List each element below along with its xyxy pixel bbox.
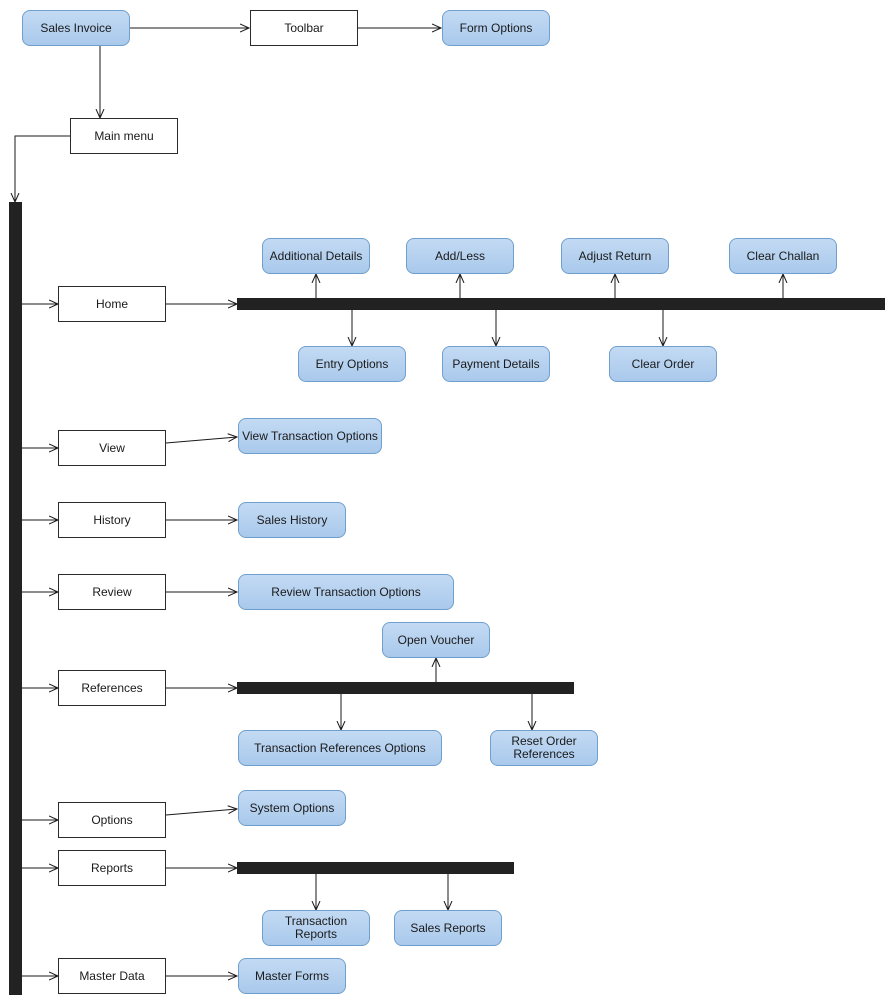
review-transaction-options-node: Review Transaction Options [238, 574, 454, 610]
view-transaction-options-node: View Transaction Options [238, 418, 382, 454]
reset-order-references-label-line2: References [513, 747, 575, 761]
master-forms-node: Master Forms [238, 958, 346, 994]
system-options-node: System Options [238, 790, 346, 826]
view-node: View [58, 430, 166, 466]
arrow-options-systemoptions [165, 809, 237, 816]
arrow-view-options [165, 437, 237, 444]
transaction-references-options-node: Transaction References Options [238, 730, 442, 766]
reports-branch-bar [237, 862, 514, 874]
arrow-mainmenu-spine [15, 135, 70, 202]
sales-history-node: Sales History [238, 502, 346, 538]
history-node: History [58, 502, 166, 538]
main-menu-spine [9, 202, 22, 995]
reset-order-references-node: Reset Order References [490, 730, 598, 766]
transaction-reports-node: Transaction Reports [262, 910, 370, 946]
toolbar-node: Toolbar [250, 10, 358, 46]
additional-details-node: Additional Details [262, 238, 370, 274]
master-data-node: Master Data [58, 958, 166, 994]
options-node: Options [58, 802, 166, 838]
form-options-node: Form Options [442, 10, 550, 46]
reset-order-references-label-line1: Reset Order [511, 734, 577, 748]
review-node: Review [58, 574, 166, 610]
open-voucher-node: Open Voucher [382, 622, 490, 658]
home-branch-bar [237, 298, 885, 310]
main-menu-node: Main menu [70, 118, 178, 154]
entry-options-node: Entry Options [298, 346, 406, 382]
references-branch-bar [237, 682, 574, 694]
payment-details-node: Payment Details [442, 346, 550, 382]
sales-reports-node: Sales Reports [394, 910, 502, 946]
adjust-return-node: Adjust Return [561, 238, 669, 274]
clear-order-node: Clear Order [609, 346, 717, 382]
clear-challan-node: Clear Challan [729, 238, 837, 274]
home-node: Home [58, 286, 166, 322]
sales-invoice-node: Sales Invoice [22, 10, 130, 46]
references-node: References [58, 670, 166, 706]
reports-node: Reports [58, 850, 166, 886]
add-less-node: Add/Less [406, 238, 514, 274]
